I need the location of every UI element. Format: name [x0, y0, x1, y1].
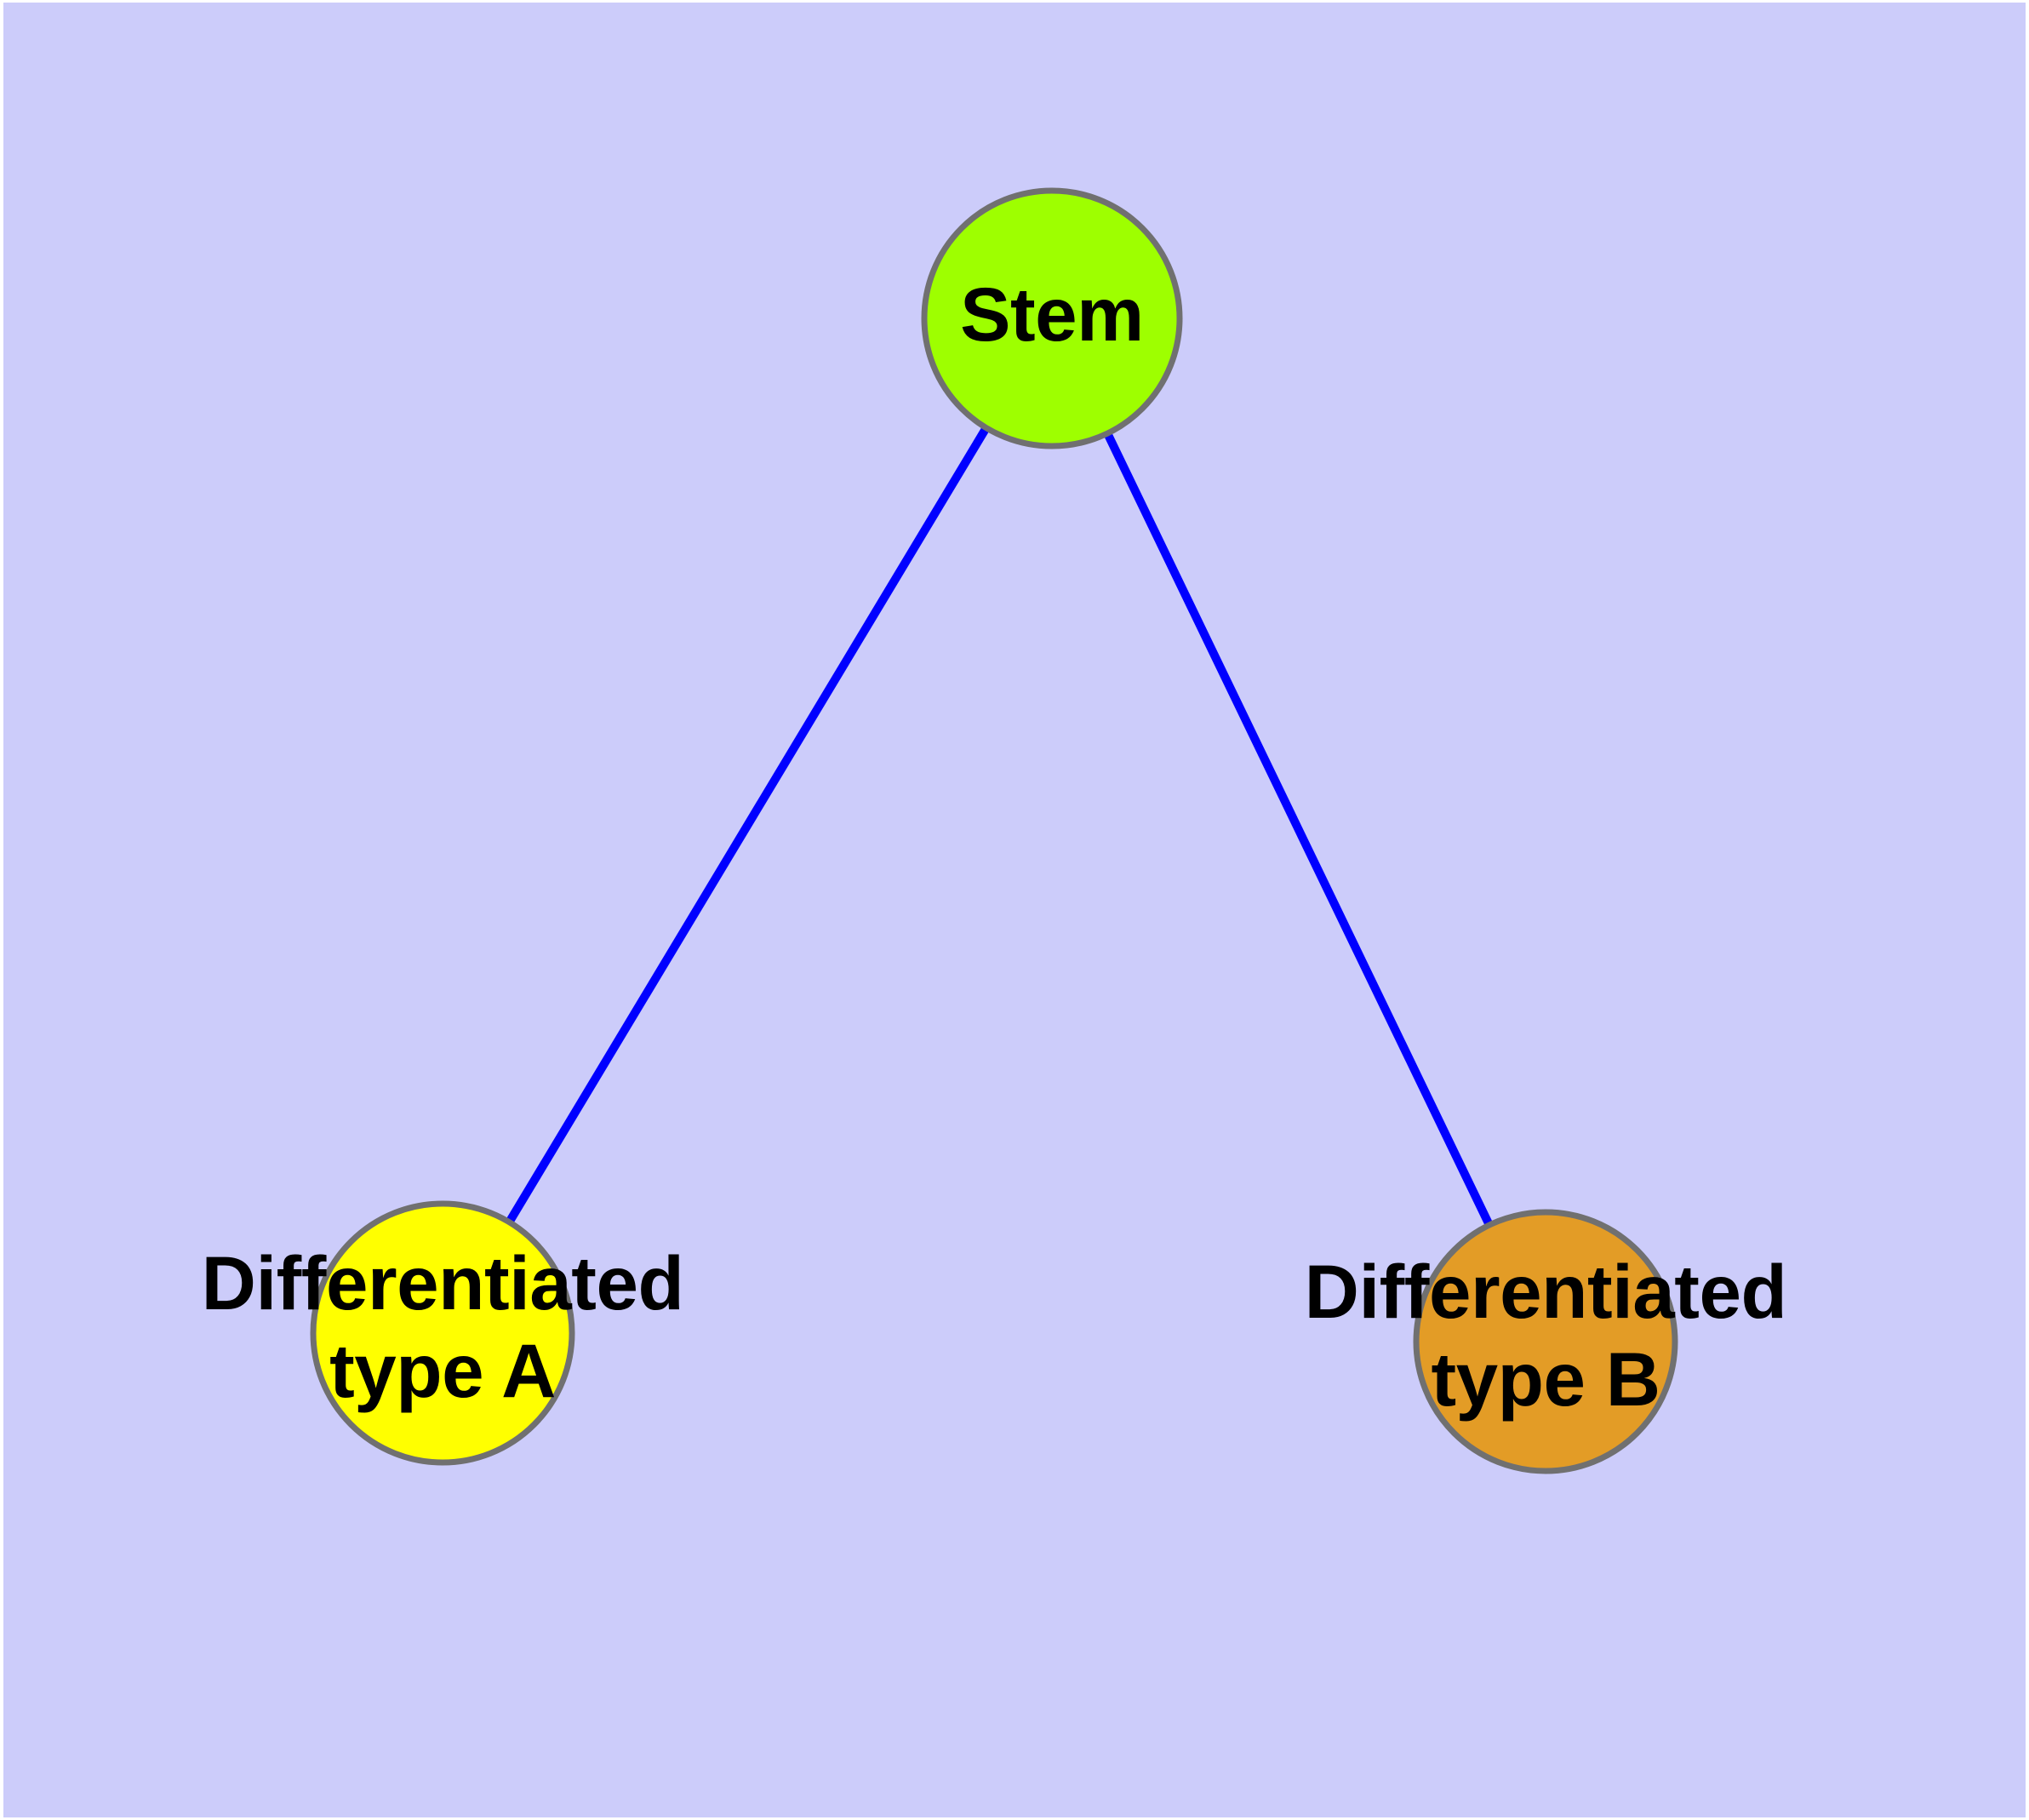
node-stem[interactable]: [921, 187, 1183, 449]
edge-stem-to-differentiated-type-a[interactable]: [438, 316, 1056, 1336]
node-differentiated-type-b[interactable]: [1413, 1209, 1678, 1474]
edge-stem-to-differentiated-type-b[interactable]: [1048, 316, 1550, 1344]
edge-layer: [438, 316, 1550, 1344]
node-layer: [310, 187, 1678, 1474]
node-differentiated-type-a[interactable]: [310, 1200, 575, 1466]
